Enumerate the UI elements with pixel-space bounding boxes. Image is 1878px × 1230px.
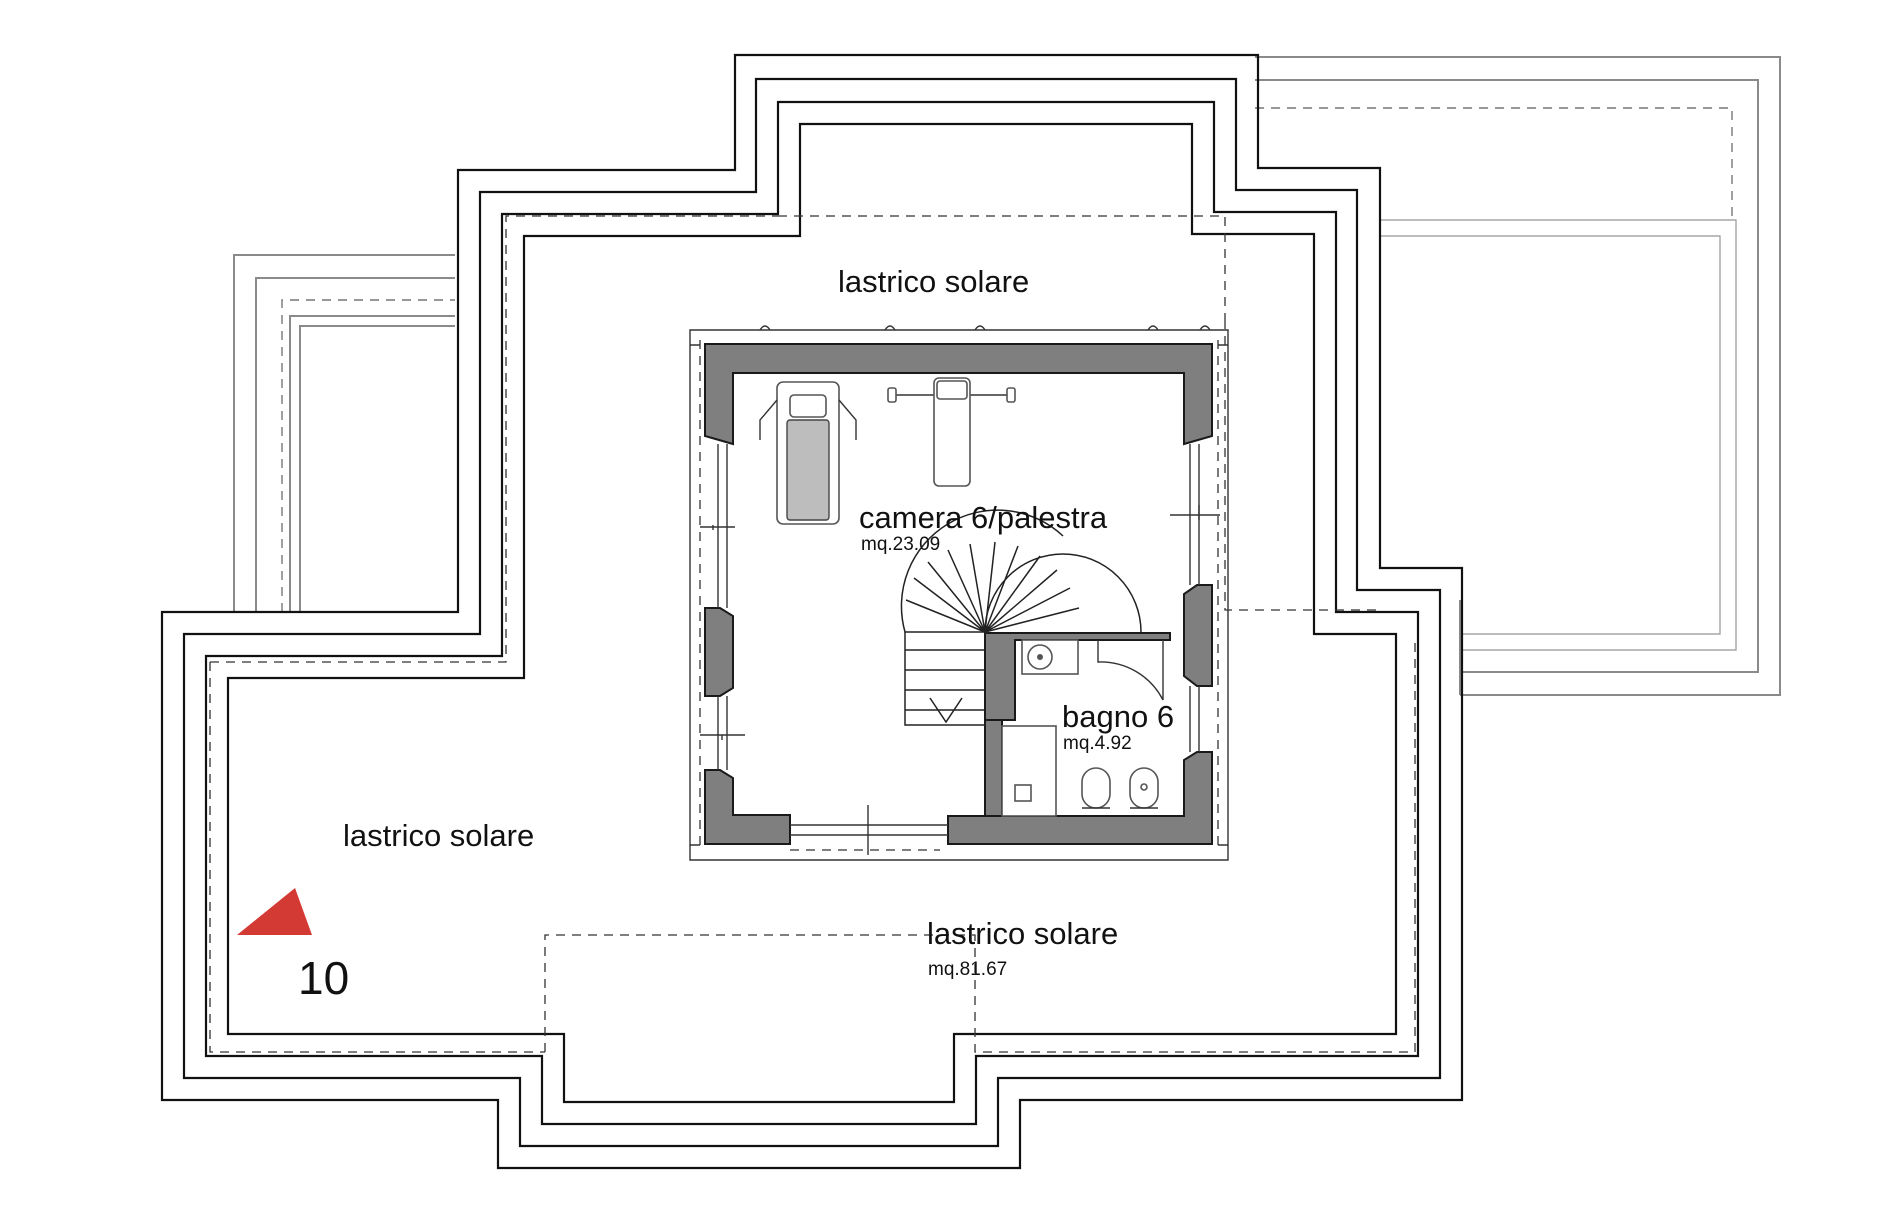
- terrace-left-label: lastrico solare: [343, 818, 534, 853]
- windows: [700, 444, 1220, 855]
- terrace-bottom-label: lastrico solare: [927, 916, 1118, 951]
- view-marker-number: 10: [298, 952, 349, 1004]
- roof-outline: [160, 53, 1464, 1170]
- view-marker: 10: [237, 888, 349, 1004]
- view-direction-arrow: [237, 888, 312, 935]
- bathroom-fixtures: [1001, 639, 1164, 817]
- room-labels: lastrico solare lastrico solare lastrico…: [343, 264, 1174, 980]
- bath-area: mq.4.92: [1063, 733, 1132, 754]
- terrace-bottom-area: mq.81.67: [928, 959, 1007, 980]
- walls: [704, 343, 1213, 845]
- gym-area: mq.23.09: [861, 534, 940, 555]
- weight-bench: [887, 377, 1016, 487]
- lower-floor-left-outline: [233, 254, 455, 612]
- spiral-staircase: [900, 509, 1142, 726]
- terrace-top-label: lastrico solare: [838, 264, 1029, 299]
- room-shell: [689, 325, 1229, 861]
- gym-label: camera 6/palestra: [859, 500, 1108, 535]
- bath-label: bagno 6: [1062, 699, 1174, 734]
- treadmill: [759, 381, 857, 525]
- lower-floor-right-outline: [1255, 56, 1781, 696]
